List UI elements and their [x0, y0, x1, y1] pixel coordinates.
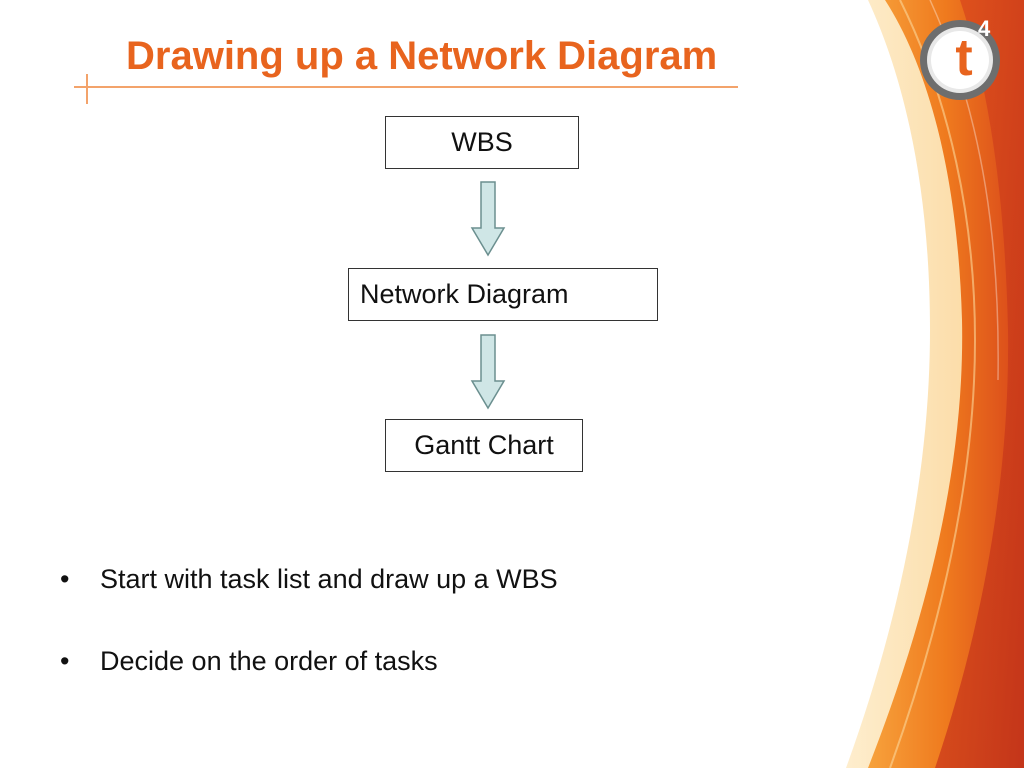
flow-box-gantt-chart: Gantt Chart: [385, 419, 583, 472]
t4-logo-icon: [920, 20, 1000, 100]
bullet-dot-icon: •: [60, 564, 70, 594]
logo-superscript: 4: [978, 16, 991, 41]
down-arrow-icon: [470, 181, 506, 257]
bullet-list: • Start with task list and draw up a WBS…: [60, 558, 558, 722]
bullet-item: • Decide on the order of tasks: [60, 640, 558, 722]
bullet-text: Start with task list and draw up a WBS: [100, 564, 558, 594]
flow-box-network-diagram: Network Diagram: [348, 268, 658, 321]
bullet-dot-icon: •: [60, 646, 70, 676]
slide-title: Drawing up a Network Diagram: [126, 34, 718, 78]
title-underline: [74, 86, 738, 88]
down-arrow-icon: [470, 334, 506, 410]
bullet-item: • Start with task list and draw up a WBS: [60, 558, 558, 640]
bullet-text: Decide on the order of tasks: [100, 646, 438, 676]
flow-box-wbs: WBS: [385, 116, 579, 169]
logo-letter: t: [955, 29, 973, 87]
title-tick-mark: [86, 74, 88, 104]
